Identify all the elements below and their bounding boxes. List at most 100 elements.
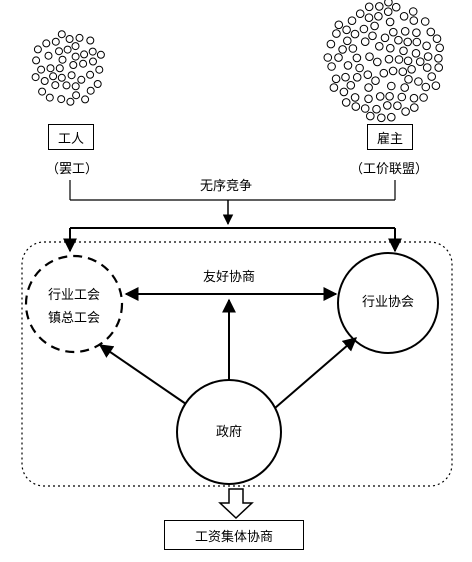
crowd-person-icon [431, 81, 441, 90]
crowd-person-icon [384, 54, 394, 64]
crowd-person-icon [65, 35, 74, 43]
crowd-person-icon [55, 64, 64, 73]
crowd-person-icon [372, 104, 381, 114]
crowd-person-icon [404, 75, 413, 84]
crowd-person-icon [408, 7, 418, 16]
crowd-person-icon [385, 92, 394, 101]
crowd-person-icon [71, 52, 80, 61]
crowd-person-icon [371, 76, 380, 85]
crowd-person-icon [339, 87, 349, 97]
crowd-person-icon [46, 64, 55, 73]
crowd-person-icon [346, 81, 356, 90]
crowd-person-icon [435, 43, 445, 53]
crowd-person-icon [364, 13, 374, 23]
crowd-person-icon [32, 56, 41, 65]
employers-box: 雇主 [367, 124, 413, 150]
crowd-person-icon [412, 37, 422, 47]
employers-label: 雇主 [376, 131, 403, 147]
crowd-person-icon [377, 113, 386, 123]
association-circle [337, 252, 439, 354]
workers-sub-label: （罢工） [46, 162, 99, 177]
crowd-person-icon [63, 45, 72, 54]
crowd-person-icon [77, 75, 86, 84]
crowd-person-icon [71, 42, 80, 51]
crowd-person-icon [384, 0, 393, 7]
crowd-person-icon [411, 49, 421, 58]
crowd-person-icon [326, 39, 336, 49]
crowd-person-icon [379, 68, 389, 78]
crowd-person-icon [75, 33, 84, 42]
crowd-person-icon [401, 107, 410, 116]
crowd-person-icon [51, 37, 60, 46]
crowd-person-icon [426, 27, 436, 37]
crowd-person-icon [364, 94, 373, 104]
crowd-person-icon [348, 44, 358, 53]
crowd-person-icon [360, 37, 370, 47]
crowd-person-icon [391, 2, 401, 12]
crowd-person-icon [341, 98, 351, 107]
unions-label-line2: 镇总工会 [47, 311, 101, 326]
crowd-person-icon [334, 53, 343, 62]
unions-circle [24, 254, 124, 354]
crowd-person-icon [89, 57, 97, 66]
crowd-person-icon [365, 52, 374, 62]
crowd-person-icon [407, 65, 416, 74]
crowd-person-icon [374, 11, 383, 21]
crowd-person-icon [434, 63, 444, 72]
crowd-person-icon [422, 63, 432, 72]
crowd-person-icon [364, 83, 373, 92]
dotted-enclosure [21, 241, 453, 487]
crowd-person-icon [409, 93, 419, 103]
crowd-person-icon [88, 47, 97, 56]
crowd-person-icon [350, 29, 360, 39]
crowd-person-icon [62, 81, 71, 90]
crowd-person-icon [31, 73, 40, 82]
crowd-person-icon [95, 65, 104, 74]
crowd-person-icon [33, 45, 42, 54]
crowd-person-icon [352, 53, 362, 63]
crowd-person-icon [432, 34, 442, 44]
crowd-person-icon [334, 20, 344, 30]
crowd-person-icon [57, 73, 66, 82]
crowd-person-icon [373, 57, 382, 67]
crowd-person-icon [414, 77, 423, 86]
crowd-person-icon [375, 2, 384, 11]
crowd-person-icon [79, 59, 88, 68]
crowd-person-icon [364, 2, 374, 12]
crowd-person-icon [37, 65, 46, 74]
crowd-person-icon [329, 83, 339, 92]
crowd-person-icon [366, 111, 375, 121]
crowd-person-icon [49, 72, 58, 81]
crowd-person-icon [69, 61, 78, 69]
crowd-person-icon [327, 62, 336, 71]
crowd-person-icon [389, 27, 398, 37]
crowd-person-icon [385, 17, 395, 27]
crowd-person-icon [355, 9, 365, 18]
crowd-person-icon [393, 101, 402, 110]
workers-label: 工人 [57, 131, 84, 147]
competition-label: 无序竞争 [200, 179, 253, 194]
crowd-person-icon [45, 93, 54, 102]
crowd-person-icon [352, 73, 362, 82]
employer-crowd-icon [323, 0, 445, 123]
crowd-person-icon [423, 52, 433, 61]
crowd-person-icon [383, 7, 393, 16]
gov-to-unions-arrow [98, 344, 187, 405]
crowd-person-icon [58, 55, 67, 64]
crowd-person-icon [388, 66, 398, 76]
crowd-person-icon [86, 86, 95, 95]
crowd-person-icon [434, 54, 443, 63]
result-label: 工资集体协商 [194, 529, 273, 545]
friendly-label: 友好协商 [203, 270, 256, 285]
crowd-person-icon [394, 55, 404, 64]
crowd-person-icon [355, 63, 364, 73]
crowd-person-icon [400, 83, 410, 92]
crowd-person-icon [66, 97, 75, 106]
result-box: 工资集体协商 [164, 520, 304, 550]
crowd-person-icon [360, 104, 370, 113]
association-label: 行业协会 [361, 295, 415, 310]
crowd-person-icon [38, 87, 47, 96]
crowd-person-icon [409, 16, 419, 25]
gov-to-association-arrow [274, 337, 358, 409]
